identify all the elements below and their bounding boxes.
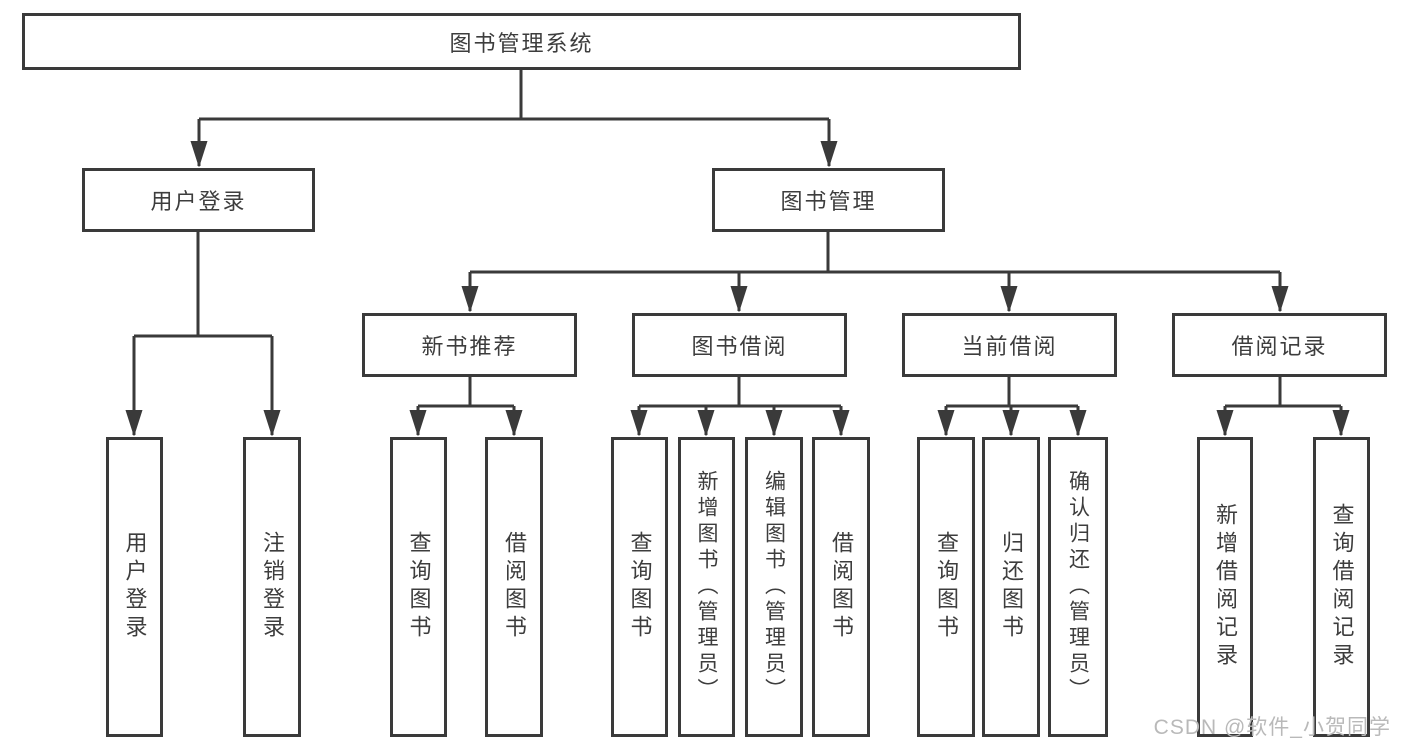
node-new-book-recommend: 新书推荐 — [362, 313, 577, 377]
leaf-add-borrow-record: 新增借阅记录 — [1197, 437, 1253, 737]
leaf-return-book: 归还图书 — [982, 437, 1040, 737]
leaf-query-borrow-record: 查询借阅记录 — [1313, 437, 1370, 737]
leaf-query-book-recommend: 查询图书 — [390, 437, 447, 737]
node-book-borrow: 图书借阅 — [632, 313, 847, 377]
leaf-query-book-borrow: 查询图书 — [611, 437, 668, 737]
leaf-edit-book-admin: 编辑图书（管理员） — [745, 437, 803, 737]
node-user-login: 用户登录 — [82, 168, 315, 232]
csdn-watermark: CSDN @软件_小贺同学 — [1153, 716, 1391, 739]
leaf-borrow-book-recommend: 借阅图书 — [485, 437, 543, 737]
node-book-management: 图书管理 — [712, 168, 945, 232]
node-root-system: 图书管理系统 — [22, 13, 1021, 70]
leaf-borrow-book: 借阅图书 — [812, 437, 870, 737]
leaf-query-book-current: 查询图书 — [917, 437, 975, 737]
node-current-borrow: 当前借阅 — [902, 313, 1117, 377]
leaf-logout: 注销登录 — [243, 437, 301, 737]
leaf-add-book-admin: 新增图书（管理员） — [678, 437, 735, 737]
leaf-confirm-return-admin: 确认归还（管理员） — [1048, 437, 1108, 737]
leaf-user-login: 用户登录 — [106, 437, 163, 737]
node-borrow-record: 借阅记录 — [1172, 313, 1387, 377]
